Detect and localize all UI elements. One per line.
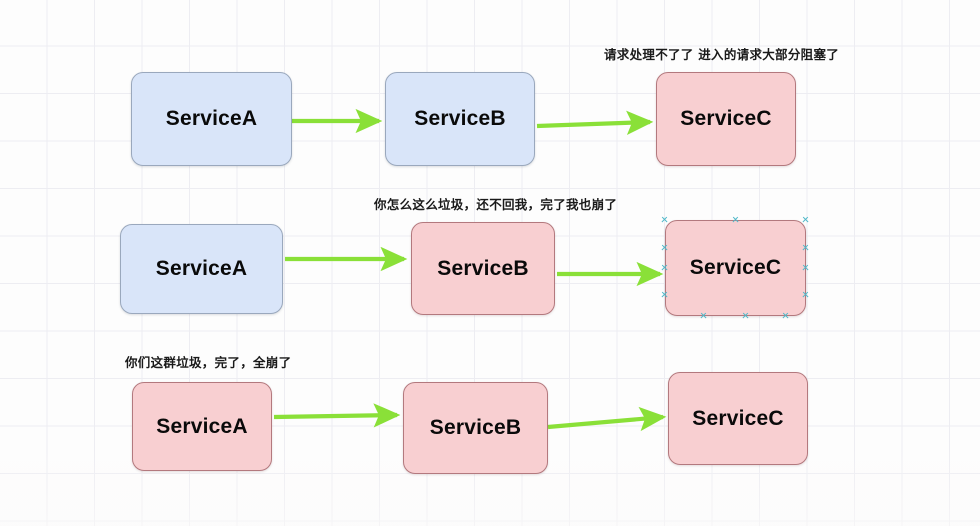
annotation-row-3: 你们这群垃圾，完了，全崩了 <box>125 355 292 370</box>
annotation-row-1: 请求处理不了了 进入的请求大部分阻塞了 <box>604 47 840 62</box>
node-r2-serviceb[interactable]: ServiceB <box>411 222 555 315</box>
resize-handle-n[interactable] <box>732 216 739 223</box>
resize-handle-w[interactable] <box>661 244 668 251</box>
node-r3-servicea[interactable]: ServiceA <box>132 382 272 471</box>
resize-handle-s-left[interactable] <box>700 312 707 319</box>
annotation-row-2: 你怎么这么垃圾，还不回我，完了我也崩了 <box>374 197 618 212</box>
node-r1-servicec[interactable]: ServiceC <box>656 72 796 166</box>
node-r3-servicec[interactable]: ServiceC <box>668 372 808 465</box>
resize-handle-e2[interactable] <box>802 264 809 271</box>
node-label: ServiceA <box>155 257 248 280</box>
node-label: ServiceB <box>429 416 522 439</box>
resize-handle-sw[interactable] <box>661 291 668 298</box>
node-r3-serviceb[interactable]: ServiceB <box>403 382 548 474</box>
node-label: ServiceB <box>437 256 529 280</box>
resize-handle-ne[interactable] <box>802 216 809 223</box>
node-label: ServiceC <box>689 256 782 279</box>
node-label: ServiceC <box>680 107 772 130</box>
node-r2-servicea[interactable]: ServiceA <box>120 224 283 314</box>
resize-handle-nw[interactable] <box>661 216 668 223</box>
node-r2-servicec[interactable]: ServiceC <box>665 220 806 316</box>
node-label: ServiceA <box>156 414 248 438</box>
node-label: ServiceC <box>692 406 784 430</box>
node-r1-serviceb[interactable]: ServiceB <box>385 72 535 166</box>
resize-handle-s-right[interactable] <box>782 312 789 319</box>
node-label: ServiceA <box>165 107 258 130</box>
node-r1-servicea[interactable]: ServiceA <box>131 72 292 166</box>
node-label: ServiceB <box>414 107 506 130</box>
resize-handle-s[interactable] <box>742 312 749 319</box>
resize-handle-se[interactable] <box>802 291 809 298</box>
resize-handle-w2[interactable] <box>661 264 668 271</box>
arrow-r1-b-to-c[interactable] <box>536 110 654 136</box>
arrow-r3-b-to-c[interactable] <box>547 406 667 432</box>
arrow-r3-a-to-b[interactable] <box>273 403 401 428</box>
resize-handle-e[interactable] <box>802 244 809 251</box>
